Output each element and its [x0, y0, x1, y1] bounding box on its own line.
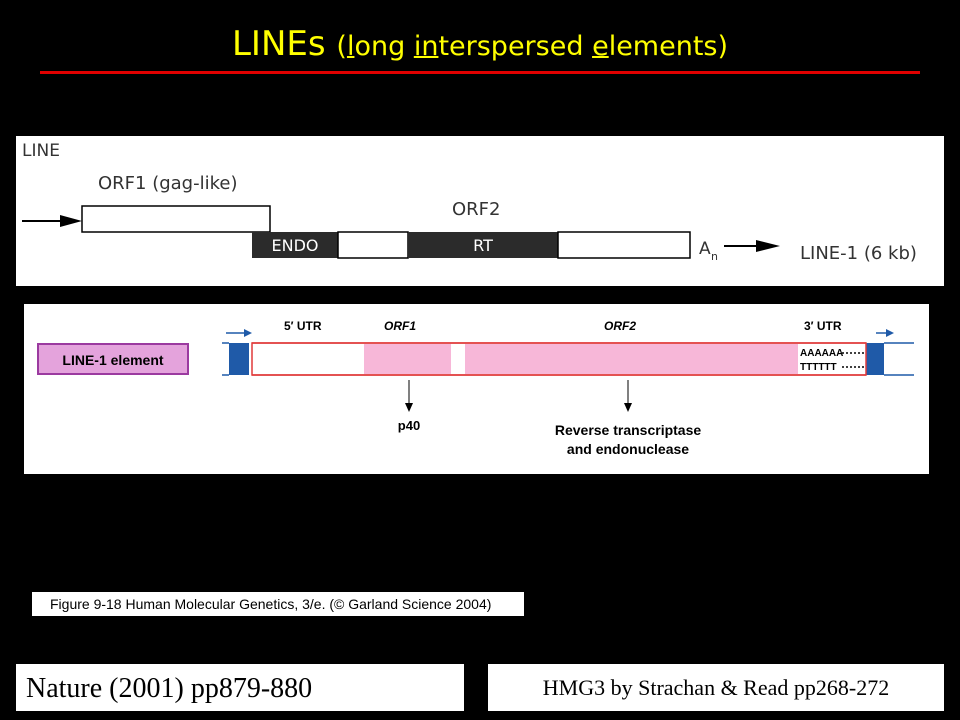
title-letter-e: e: [592, 31, 609, 62]
element-label-box: [37, 343, 189, 375]
orf1-label: ORF1 (gag-like): [98, 173, 237, 194]
title-subtitle: (long interspersed elements): [336, 31, 728, 62]
orf2-region: [465, 344, 798, 374]
rt-arrow-icon: [624, 403, 632, 412]
endo-label: ENDO: [272, 236, 319, 255]
reference-hmg3: HMG3 by Strachan & Read pp268-272: [488, 664, 944, 711]
rt-box: [408, 232, 558, 258]
orf1-box: [81, 205, 271, 233]
line1-element-diagram: LINE-1 element 5′ UTR ORF1 ORF2 3′ UTR A…: [24, 304, 929, 474]
element-label: LINE-1 element: [62, 352, 163, 368]
title-underline-rule: [40, 71, 920, 74]
polya-a-label: A: [699, 239, 711, 259]
left-repeat-block: [229, 343, 249, 375]
utr3-label: 3′ UTR: [804, 319, 842, 333]
rt-label-line1: Reverse transcriptase: [555, 422, 702, 438]
title-open-paren: (: [336, 31, 347, 62]
rt-label: RT: [473, 236, 493, 255]
rt-label-line2: and endonuclease: [567, 441, 689, 457]
title-part-terspersed: terspersed: [438, 31, 593, 62]
polya-n-label: n: [711, 250, 718, 263]
reference-nature: Nature (2001) pp879-880: [16, 664, 464, 711]
title-part-ong: ong: [354, 31, 414, 62]
orf2-label: ORF2: [452, 199, 500, 220]
title-close-paren: ): [717, 31, 729, 62]
title-main: LINEs: [231, 24, 326, 64]
length-label: LINE-1 (6 kb): [800, 243, 917, 264]
orf2-spacer-box: [337, 231, 409, 259]
p40-label: p40: [398, 418, 420, 433]
left-arrow-icon: [60, 215, 82, 227]
utr5-label: 5′ UTR: [284, 319, 322, 333]
orf2-label: ORF2: [604, 319, 636, 333]
orf2-end-box: [557, 231, 691, 259]
title-letters-in: in: [413, 31, 439, 62]
polya-bottom-label: TTTTTT: [800, 362, 837, 373]
p40-arrow-icon: [405, 403, 413, 412]
orf1-label: ORF1: [384, 319, 416, 333]
title-letter-l: l: [346, 31, 355, 62]
right-repeat-block: [866, 343, 884, 375]
right-arrow-icon: [756, 240, 780, 252]
endo-box: [252, 232, 338, 258]
left-direction-arrow-icon: [244, 329, 252, 337]
line-structure-diagram: LINE ORF1 (gag-like) ORF2 ENDO RT A n LI…: [16, 136, 944, 286]
orf1-region: [364, 344, 451, 374]
line-label: LINE: [22, 141, 60, 161]
title-part-lements: lements: [608, 31, 718, 62]
slide-title: LINEs (long interspersed elements): [0, 20, 960, 71]
right-direction-arrow-icon: [886, 329, 894, 337]
line1-element-svg: LINE-1 element 5′ UTR ORF1 ORF2 3′ UTR A…: [37, 319, 914, 457]
figure-caption: Figure 9-18 Human Molecular Genetics, 3/…: [32, 592, 524, 616]
polya-top-label: AAAAAA: [800, 348, 843, 359]
line-structure-svg: LINE ORF1 (gag-like) ORF2 ENDO RT A n LI…: [22, 141, 917, 264]
